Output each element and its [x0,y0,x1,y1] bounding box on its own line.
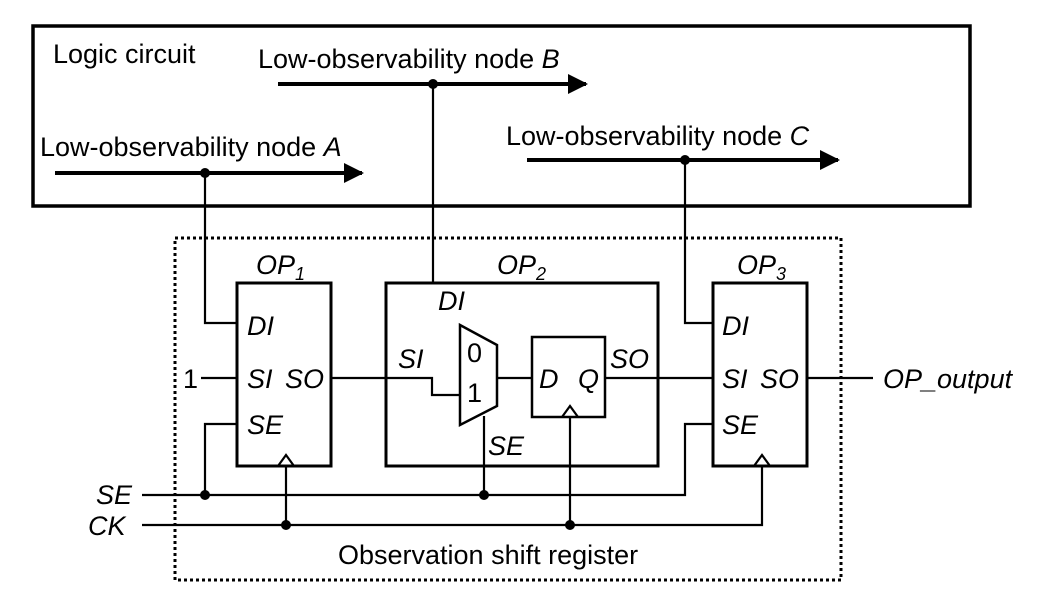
wire-ck-bus [142,466,764,527]
wire-node-a-to-op1 [203,173,237,325]
op3-title: OP3 [737,250,786,284]
op1-di-label: DI [247,311,274,341]
op2-q-label: Q [578,364,599,394]
op2-se-label: SE [488,431,525,461]
observation-register-box [173,236,843,582]
op2-clock-triangle [561,404,579,418]
wire-se-to-op1 [203,422,237,495]
op1-se-label: SE [247,410,284,440]
observation-register-title: Observation shift register [338,540,638,570]
op2-box [384,281,660,468]
op-output-label: OP_output [883,364,1014,394]
op3-se-label: SE [722,410,759,440]
op1-title: OP1 [256,250,305,284]
node-c-label: Low-observability node C [506,121,810,151]
op1-si-label: SI [247,364,273,394]
op3-so-label: SO [760,364,799,394]
op3-si-label: SI [722,364,748,394]
op3-clock-triangle [753,453,771,467]
op3-di-label: DI [722,311,749,341]
junction-node-c [680,155,690,165]
junction-node-b [428,79,438,89]
op3-box [711,281,809,468]
logic-circuit-title: Logic circuit [53,39,196,69]
ck-signal-label: CK [88,511,126,541]
node-b-label: Low-observability node B [258,44,560,74]
op2-so-label: SO [610,344,649,374]
op2-di-label: DI [438,286,465,316]
se-signal-label: SE [96,480,133,510]
wire-se-bus [142,422,713,497]
logic-circuit-box [31,24,972,208]
junction-se-op1 [200,490,210,500]
junction-ck-op1 [281,520,291,530]
op2-title: OP2 [497,250,546,284]
wire-op1-so-to-op2-mux [331,376,460,397]
op1-si-input: 1 [183,364,198,394]
node-a-label: Low-observability node A [40,132,342,162]
junction-ck-op2 [565,520,575,530]
op2-mux-0-label: 0 [467,338,482,368]
junction-se-op2 [479,490,489,500]
junction-node-a [200,168,210,178]
op2-d-label: D [539,364,559,394]
op1-clock-triangle [277,453,295,467]
op1-so-label: SO [285,364,324,394]
op1-box [235,281,333,468]
op2-mux [458,322,499,428]
op2-mux-1-label: 1 [467,378,482,408]
op2-si-label: SI [398,344,424,374]
wire-node-c-to-op3 [683,160,713,325]
